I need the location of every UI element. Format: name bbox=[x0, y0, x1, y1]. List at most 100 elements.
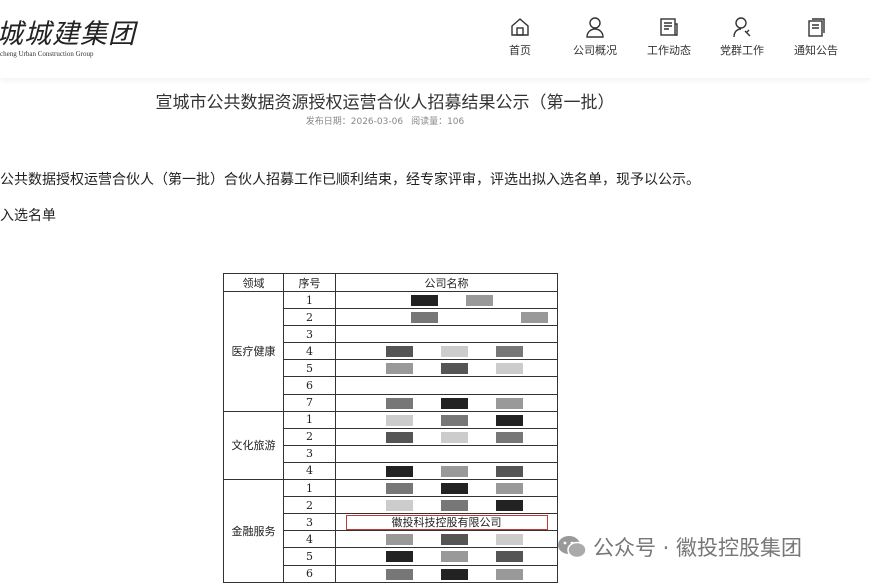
redaction-mosaic bbox=[496, 414, 523, 426]
redaction-mosaic bbox=[386, 431, 413, 443]
company-cell bbox=[335, 547, 558, 566]
redaction-mosaic bbox=[496, 346, 523, 358]
redaction-mosaic bbox=[386, 346, 413, 358]
index-cell: 4 bbox=[283, 342, 336, 361]
index-cell: 5 bbox=[283, 359, 336, 378]
nav-home[interactable]: 首页 bbox=[509, 16, 531, 58]
redaction-mosaic bbox=[441, 465, 468, 477]
redaction-mosaic bbox=[496, 551, 523, 563]
table-row: 6 bbox=[224, 564, 558, 583]
redaction-mosaic bbox=[496, 534, 523, 546]
redaction-mosaic bbox=[386, 414, 413, 426]
nav-label: 首页 bbox=[509, 44, 531, 57]
company-cell bbox=[335, 393, 558, 412]
company-cell bbox=[335, 325, 558, 344]
domain-cell: 医疗健康 bbox=[223, 291, 284, 412]
index-cell: 6 bbox=[283, 564, 336, 583]
index-cell: 2 bbox=[283, 308, 336, 327]
table-row: 7 bbox=[224, 393, 558, 412]
redaction-mosaic bbox=[496, 397, 523, 409]
index-cell: 1 bbox=[283, 290, 336, 310]
redaction-mosaic bbox=[441, 551, 468, 563]
table-row: 4 bbox=[224, 461, 558, 481]
notice-icon bbox=[808, 18, 825, 37]
table-row: 2 bbox=[224, 427, 558, 446]
user-icon bbox=[586, 17, 604, 38]
redaction-mosaic bbox=[386, 534, 413, 546]
redaction-mosaic bbox=[441, 483, 468, 495]
redaction-mosaic bbox=[411, 312, 438, 324]
table-row: 2 bbox=[224, 308, 558, 327]
header-domain: 领域 bbox=[223, 273, 284, 292]
article-paragraph: 公共数据授权运营合伙人（第一批）合伙人招募工作已顺利结束，经专家评审，评选出拟入… bbox=[0, 172, 700, 188]
redaction-mosaic bbox=[386, 397, 413, 409]
nav-party-work[interactable]: 党群工作 bbox=[720, 16, 764, 58]
index-cell: 7 bbox=[283, 393, 336, 412]
header-index: 序号 bbox=[283, 273, 336, 292]
redaction-mosaic bbox=[441, 414, 468, 426]
index-cell: 6 bbox=[283, 376, 336, 395]
nav-label: 工作动态 bbox=[647, 44, 691, 57]
index-cell: 2 bbox=[283, 427, 336, 446]
company-cell bbox=[335, 530, 558, 549]
domain-cell: 文化旅游 bbox=[223, 410, 284, 481]
redaction-mosaic bbox=[521, 312, 548, 324]
company-cell bbox=[335, 496, 558, 515]
site-header: 城城建集团 cheng Urban Construction Group 首页 … bbox=[0, 0, 871, 78]
table-row: 3 bbox=[224, 444, 558, 463]
table-row: 3 bbox=[224, 325, 558, 344]
table-row: 4 bbox=[224, 530, 558, 549]
article-meta: 发布日期：2026-03-06 阅读量：106 bbox=[0, 114, 770, 127]
article-subheading: 入选名单 bbox=[0, 208, 56, 224]
nav-work-news[interactable]: 工作动态 bbox=[647, 16, 691, 58]
view-count: 阅读量：106 bbox=[411, 117, 465, 127]
nav-label: 党群工作 bbox=[720, 44, 764, 57]
redaction-mosaic bbox=[496, 568, 523, 580]
redaction-mosaic bbox=[441, 431, 468, 443]
index-cell: 5 bbox=[283, 547, 336, 566]
nav-notices[interactable]: 通知公告 bbox=[794, 16, 838, 58]
index-cell: 3 bbox=[283, 444, 336, 463]
publish-date: 发布日期：2026-03-06 bbox=[305, 117, 404, 127]
redaction-mosaic bbox=[441, 346, 468, 358]
company-cell bbox=[335, 427, 558, 446]
redaction-mosaic bbox=[496, 363, 523, 375]
company-cell bbox=[335, 444, 558, 463]
home-icon bbox=[511, 18, 529, 36]
nav-label: 公司概况 bbox=[573, 44, 617, 57]
redaction-mosaic bbox=[441, 568, 468, 580]
wechat-icon bbox=[558, 536, 587, 559]
watermark: 公众号 · 徽投控股集团 bbox=[557, 532, 802, 562]
redaction-mosaic bbox=[496, 483, 523, 495]
table-row: 5 bbox=[224, 359, 558, 378]
table-row: 6 bbox=[224, 376, 558, 395]
redaction-mosaic bbox=[441, 500, 468, 512]
domain-cell: 金融服务 bbox=[223, 479, 284, 583]
company-cell bbox=[335, 461, 558, 481]
table-row: 4 bbox=[224, 342, 558, 361]
logo[interactable]: 城城建集团 cheng Urban Construction Group bbox=[0, 19, 136, 59]
party-user-icon bbox=[733, 17, 751, 38]
company-cell bbox=[335, 290, 558, 310]
header-company: 公司名称 bbox=[335, 273, 558, 292]
redaction-mosaic bbox=[496, 465, 523, 477]
redaction-mosaic bbox=[386, 500, 413, 512]
logo-subtitle: cheng Urban Construction Group bbox=[0, 50, 94, 58]
company-cell bbox=[335, 342, 558, 361]
logo-text: 城城建集团 bbox=[0, 19, 136, 50]
index-cell: 3 bbox=[283, 325, 336, 344]
redaction-mosaic bbox=[441, 534, 468, 546]
company-cell bbox=[335, 410, 558, 429]
redaction-mosaic bbox=[386, 568, 413, 580]
company-cell: 徽投科技控股有限公司 bbox=[335, 513, 558, 532]
nav-company-overview[interactable]: 公司概况 bbox=[573, 16, 617, 58]
company-cell bbox=[335, 564, 558, 583]
company-cell bbox=[335, 308, 558, 327]
redaction-mosaic bbox=[441, 363, 468, 375]
index-cell: 3 bbox=[283, 513, 336, 532]
